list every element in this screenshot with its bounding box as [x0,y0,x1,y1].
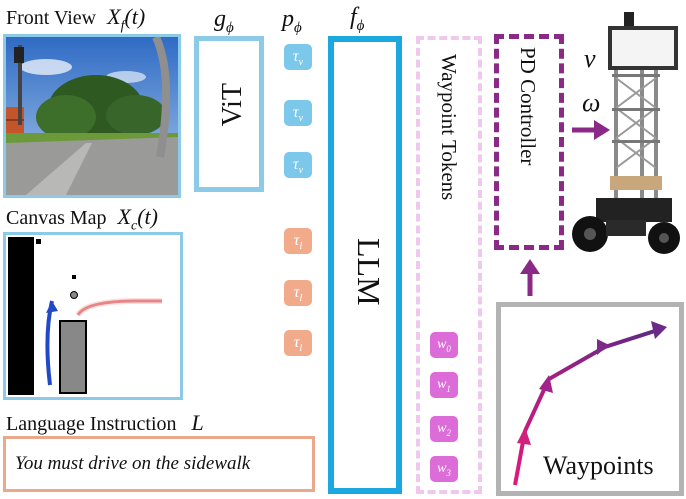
instruction-box: You must drive on the sidewalk [3,436,315,492]
language-instruction-label: Language Instruction L [6,410,204,435]
front-view-symbol: Xf(t) [107,4,146,34]
p-phi-label: pϕ [282,6,302,36]
waypoints-label: Waypoints [543,451,654,480]
front-view-frame [3,34,181,198]
language-symbol: L [191,410,204,435]
vit-label: ViT [217,83,248,127]
language-token: τl [284,330,312,356]
language-token: τl [284,228,312,254]
pd-controller-block: PD Controller [494,34,564,250]
waypoint-tokens-column: Waypoint Tokens [416,36,482,494]
waypoint-tokens-label: Waypoint Tokens [437,54,461,201]
g-phi-label: gϕ [214,6,234,36]
llm-block: LLM [328,36,402,494]
canvas-map-symbol: Xc(t) [117,204,158,234]
front-view-label: Front View Xf(t) [6,4,146,34]
pd-controller-label: PD Controller [516,47,540,166]
visual-token: τv [284,152,312,178]
canvas-map-frame [3,232,183,400]
front-camera-image [6,37,178,195]
arrow-right-icon [572,120,610,140]
canvas-map-image [6,235,180,397]
canvas-map-label: Canvas Map Xc(t) [6,204,158,234]
instruction-text: You must drive on the sidewalk [15,453,251,474]
visual-token: τv [284,100,312,126]
waypoint-token: w2 [430,416,458,442]
f-phi-label: fϕ [350,4,365,34]
arrow-up-icon [520,259,540,296]
velocity-label: v [584,44,596,73]
language-token: τl [284,280,312,306]
robot-image [572,12,680,254]
waypoints-box: Waypoints [496,302,684,496]
waypoint-token: w0 [430,332,458,358]
waypoint-token: w3 [430,456,458,482]
llm-label: LLM [351,238,387,306]
visual-token: τv [284,44,312,70]
waypoint-token: w1 [430,372,458,398]
vit-block: ViT [194,36,264,192]
omega-label: ω [582,88,601,117]
waypoint-trajectory [513,321,667,486]
